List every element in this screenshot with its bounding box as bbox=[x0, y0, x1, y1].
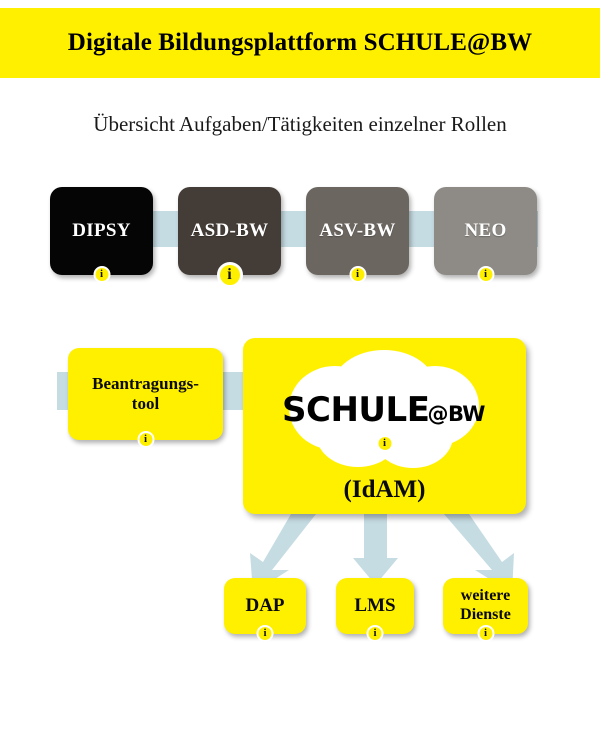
wordmark-sub: @BW bbox=[427, 402, 485, 426]
role-label: DIPSY bbox=[72, 220, 131, 241]
info-glyph: i bbox=[483, 626, 488, 639]
page-subtitle: Übersicht Aufgaben/Tätigkeiten einzelner… bbox=[93, 112, 507, 136]
page-title: Digitale Bildungsplattform SCHULE@BW bbox=[67, 29, 533, 56]
info-badge-icon[interactable]: i bbox=[216, 262, 243, 288]
service-label: LMS bbox=[354, 594, 396, 616]
beantragungstool-label-line1: Beantragungs- bbox=[92, 373, 199, 393]
role-box-dipsy[interactable]: DIPSY i bbox=[50, 187, 153, 283]
info-badge-icon[interactable]: i bbox=[256, 625, 274, 642]
info-badge-icon[interactable]: i bbox=[376, 435, 393, 452]
service-label: weitere Dienste bbox=[460, 587, 511, 625]
info-glyph: i bbox=[382, 436, 387, 449]
wordmark-main: SCHULE bbox=[282, 390, 430, 430]
service-label: DAP bbox=[245, 594, 285, 616]
role-label: ASV-BW bbox=[319, 220, 396, 241]
info-glyph: i bbox=[99, 267, 104, 280]
role-label: ASD-BW bbox=[190, 220, 269, 241]
info-badge-icon[interactable]: i bbox=[366, 625, 384, 642]
info-glyph: i bbox=[483, 267, 488, 280]
arrow-down-icon bbox=[353, 514, 398, 585]
info-badge-icon[interactable]: i bbox=[137, 431, 154, 448]
info-badge-icon[interactable]: i bbox=[349, 266, 366, 283]
info-glyph: i bbox=[355, 267, 360, 280]
info-glyph: i bbox=[263, 626, 267, 639]
cloud-shape-icon bbox=[289, 350, 479, 468]
role-box-asv-bw[interactable]: ASV-BW i bbox=[306, 187, 409, 283]
service-label-line1: weitere bbox=[460, 587, 511, 605]
header-band: Digitale Bildungsplattform SCHULE@BW bbox=[0, 8, 600, 78]
beantragungstool-label-line2: tool bbox=[131, 394, 160, 413]
info-glyph: i bbox=[227, 265, 232, 283]
role-label: NEO bbox=[464, 220, 507, 241]
service-box-weitere-dienste[interactable]: weitere Dienste i bbox=[443, 578, 528, 642]
service-box-dap[interactable]: DAP i bbox=[224, 578, 306, 642]
info-glyph: i bbox=[143, 432, 148, 445]
beantragungstool-label: Beantragungs- tool bbox=[92, 374, 199, 414]
service-label-line2: Dienste bbox=[460, 606, 511, 623]
info-badge-icon[interactable]: i bbox=[477, 266, 494, 283]
schule-bw-wordmark: SCHULE@BW bbox=[243, 390, 526, 430]
info-glyph: i bbox=[373, 626, 377, 639]
service-box-lms[interactable]: LMS i bbox=[336, 578, 414, 642]
schule-bw-hub-box[interactable]: SCHULE@BW i (IdAM) bbox=[243, 338, 526, 514]
beantragungstool-box[interactable]: Beantragungs- tool i bbox=[68, 348, 223, 448]
role-box-asd-bw[interactable]: ASD-BW i bbox=[178, 187, 281, 288]
role-box-neo[interactable]: NEO i bbox=[434, 187, 537, 283]
info-badge-icon[interactable]: i bbox=[477, 625, 494, 642]
info-badge-icon[interactable]: i bbox=[93, 266, 110, 283]
idam-label: (IdAM) bbox=[343, 476, 426, 503]
